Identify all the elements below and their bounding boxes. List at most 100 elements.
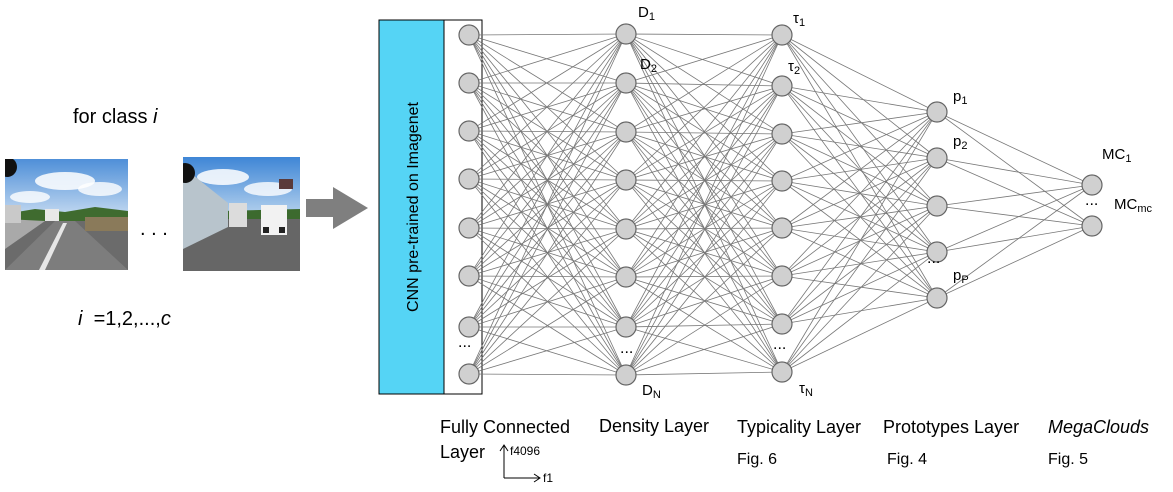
label-p1-sub: 1 [961, 95, 968, 107]
label-d2-base: D [640, 56, 651, 73]
edge-density-typicality [625, 275, 783, 376]
prototypes-node-3 [926, 195, 948, 217]
label-mc1-base: MC [1102, 146, 1126, 163]
megaclouds-node-2 [1081, 215, 1103, 237]
fc-node-3 [458, 120, 480, 142]
density-node-4 [615, 169, 637, 191]
caption-density: Density Layer [599, 416, 710, 436]
edge-typicality-prototypes [781, 251, 938, 277]
edge-density-typicality [625, 371, 783, 376]
road-image-2 [183, 157, 300, 271]
edge-typicality-prototypes [781, 157, 938, 277]
edge-fc-density [468, 34, 627, 133]
edge-fc-density [468, 33, 627, 36]
edge-typicality-prototypes [781, 111, 938, 373]
density-node-8 [615, 364, 637, 386]
label-t1-base: τ [793, 10, 799, 27]
density-node-7 [615, 316, 637, 338]
edge-typicality-prototypes [781, 227, 938, 299]
prototypes-node-2 [926, 147, 948, 169]
edge-density-typicality [625, 82, 783, 277]
label-t2: τ2 [788, 58, 800, 77]
typicality-node-7 [771, 313, 793, 335]
edge-fc-density [468, 326, 627, 376]
typicality-ellipsis: ... [773, 336, 787, 353]
label-tn: τN [799, 380, 813, 399]
edge-fc-density [468, 33, 627, 132]
class-range-text: =1,2,..., [82, 308, 161, 330]
label-d1-base: D [638, 4, 649, 21]
edge-density-typicality [625, 227, 783, 376]
edge-typicality-prototypes [781, 34, 938, 113]
class-label: for class i [73, 106, 157, 129]
edge-fc-density [468, 131, 627, 328]
label-d2-sub: 2 [650, 63, 657, 75]
edge-prototypes-megaclouds [936, 184, 1093, 207]
network-edges [468, 33, 1093, 376]
megaclouds-ellipsis: ... [1085, 192, 1099, 209]
caption-fc-line1: Fully Connected [440, 417, 571, 437]
edge-density-typicality [625, 85, 783, 133]
typicality-node-4 [771, 170, 793, 192]
typicality-node-5 [771, 217, 793, 239]
fc-ellipsis: ... [458, 334, 472, 351]
edge-density-typicality [625, 227, 783, 230]
edge-typicality-prototypes [781, 34, 938, 159]
edge-fc-density [468, 228, 627, 328]
edge-fc-density [468, 131, 627, 375]
edge-prototypes-megaclouds [936, 225, 1093, 253]
edge-typicality-prototypes [781, 180, 938, 299]
edge-typicality-prototypes [781, 133, 938, 299]
prototypes-node-5 [926, 287, 948, 309]
caption-fc-line2: Layer [440, 442, 486, 462]
label-tn-sub: N [804, 387, 813, 399]
caption-typicality-fig: Fig. 6 [737, 451, 778, 468]
edge-prototypes-megaclouds [936, 111, 1093, 227]
edge-typicality-prototypes [781, 205, 938, 373]
edge-typicality-prototypes [781, 157, 938, 325]
edge-density-typicality [625, 34, 783, 84]
road-image-1 [5, 159, 128, 270]
edge-typicality-prototypes [781, 85, 938, 299]
caption-typicality: Typicality Layer [737, 417, 862, 437]
density-node-6 [615, 266, 637, 288]
edge-fc-density [468, 33, 627, 375]
edge-fc-density [468, 82, 627, 375]
edge-fc-density [468, 373, 627, 376]
edge-typicality-prototypes [781, 111, 938, 135]
typicality-node-8 [771, 361, 793, 383]
network-nodes [458, 23, 1103, 386]
edge-typicality-prototypes [781, 111, 938, 277]
input-arrow [306, 187, 368, 229]
cnn-label: CNN pre-trained on Imagenet [405, 102, 422, 312]
edge-density-typicality [625, 323, 783, 376]
caption-prototypes-fig: Fig. 4 [887, 451, 928, 468]
edge-density-typicality [625, 82, 783, 87]
class-label-prefix: for class [73, 106, 154, 128]
edge-density-typicality [625, 85, 783, 230]
cnn-block [378, 19, 445, 395]
label-mcmc: MCmc [1114, 196, 1152, 215]
edge-density-typicality [625, 179, 783, 277]
label-d1-sub: 1 [648, 11, 655, 23]
density-node-1 [615, 23, 637, 45]
fc-node-4 [458, 168, 480, 190]
megaclouds-node-1 [1081, 174, 1103, 196]
edge-prototypes-megaclouds [936, 111, 1093, 186]
edge-typicality-prototypes [781, 157, 938, 229]
label-d2: D2 [640, 56, 657, 75]
edge-typicality-prototypes [781, 157, 938, 373]
edge-density-typicality [625, 34, 783, 328]
label-t2-sub: 2 [793, 65, 801, 77]
edge-typicality-prototypes [781, 85, 938, 113]
edge-prototypes-megaclouds [936, 205, 1093, 227]
edge-density-typicality [625, 34, 783, 133]
edge-density-typicality [625, 34, 783, 376]
edge-density-typicality [625, 133, 783, 376]
label-pp-base: p [953, 267, 962, 284]
typicality-node-3 [771, 123, 793, 145]
edge-prototypes-megaclouds [936, 157, 1093, 227]
edge-density-typicality [625, 85, 783, 181]
edge-typicality-prototypes [781, 251, 938, 373]
